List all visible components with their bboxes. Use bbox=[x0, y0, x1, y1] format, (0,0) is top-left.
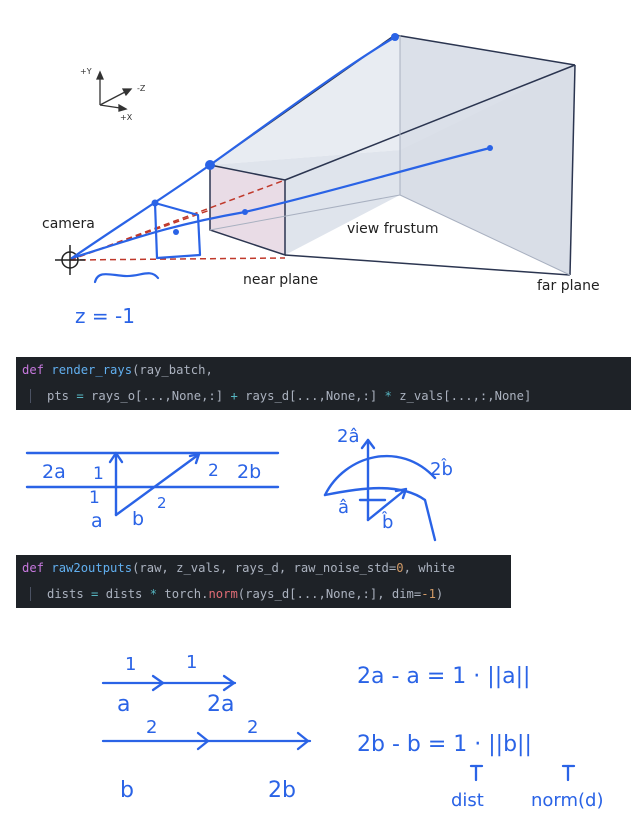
function-name: raw2outputs bbox=[51, 561, 133, 575]
label-1-2a: 1 bbox=[186, 652, 197, 673]
code-line-pts: pts = rays_o[...,None,:] + rays_d[...,No… bbox=[16, 385, 532, 407]
op-eq: = bbox=[83, 587, 106, 601]
label-1-top: 1 bbox=[93, 464, 104, 484]
blue-ray-top bbox=[70, 35, 397, 260]
label-2a-bottom: 2a bbox=[207, 692, 234, 717]
label-b-hat: b̂ bbox=[381, 512, 393, 533]
equation-a: 2a - a = 1 · ||a|| bbox=[357, 664, 530, 689]
op-eq: = bbox=[69, 389, 92, 403]
camera-icon bbox=[55, 245, 85, 275]
label-2-mid: 2 bbox=[157, 494, 167, 512]
var-dists: dists bbox=[47, 587, 84, 601]
code-block-raw2outputs: def raw2outputs(raw, z_vals, rays_d, raw… bbox=[16, 555, 511, 608]
fn-norm: norm bbox=[208, 587, 238, 601]
far-plane-label: far plane bbox=[537, 278, 600, 294]
axis-z-label: -Z bbox=[137, 84, 146, 93]
paren-close: ) bbox=[435, 587, 444, 601]
label-a-hat: â bbox=[338, 497, 349, 518]
label-2b-hat: 2b̂ bbox=[430, 459, 453, 480]
code-line-dists: dists = dists * torch.norm(rays_d[...,No… bbox=[16, 583, 444, 605]
label-1-bottom: 1 bbox=[89, 488, 100, 508]
label-2b-bottom: 2b bbox=[268, 778, 296, 803]
frustum-diagram: +Y -Z +X camera view frustum near plane … bbox=[42, 33, 600, 328]
op-mul: * bbox=[142, 587, 165, 601]
axis-y-label: +Y bbox=[80, 67, 92, 76]
code-block-render-rays: def render_rays(ray_batch, pts = rays_o[… bbox=[16, 357, 631, 410]
label-1-a: 1 bbox=[125, 654, 136, 675]
label-2a-hat: 2â bbox=[337, 426, 359, 447]
label-b-left: b bbox=[132, 508, 144, 530]
function-name: render_rays bbox=[51, 363, 133, 377]
label-a-left: a bbox=[91, 510, 103, 532]
label-2b-left: 2b bbox=[237, 461, 261, 483]
var-pts: pts bbox=[47, 389, 70, 403]
label-2-first: 2 bbox=[146, 717, 157, 738]
label-2-second: 2 bbox=[247, 717, 258, 738]
var-dists-2: dists bbox=[105, 587, 143, 601]
code-line-def: def render_rays(ray_batch, bbox=[16, 359, 213, 381]
expr-rays-o: rays_o[...,None,:] bbox=[91, 389, 224, 403]
label-2-small: 2 bbox=[208, 461, 219, 481]
view-frustum-label: view frustum bbox=[347, 221, 439, 237]
op-mul: * bbox=[377, 389, 400, 403]
label-2a-left: 2a bbox=[42, 461, 66, 483]
op-plus: + bbox=[223, 389, 246, 403]
module-torch: torch. bbox=[164, 587, 209, 601]
frustum-back-face bbox=[400, 35, 575, 275]
num-neg1: -1 bbox=[421, 587, 436, 601]
keyword-def: def bbox=[22, 363, 45, 377]
axis-x-label: +X bbox=[120, 113, 133, 122]
expr-rays-d: rays_d[...,None,:] bbox=[245, 389, 378, 403]
z-equals-label: z = -1 bbox=[75, 304, 135, 328]
near-plane-label: near plane bbox=[243, 272, 318, 288]
camera-label: camera bbox=[42, 216, 95, 232]
num-zero: 0 bbox=[396, 561, 404, 575]
code-line-def2: def raw2outputs(raw, z_vals, rays_d, raw… bbox=[16, 557, 455, 579]
expr-z-vals: z_vals[...,:,None] bbox=[399, 389, 532, 403]
params: (ray_batch, bbox=[132, 363, 213, 377]
params-rest: , white bbox=[403, 561, 455, 575]
near-plane bbox=[209, 164, 286, 257]
label-norm-d: norm(d) bbox=[531, 790, 604, 811]
equation-b: 2b - b = 1 · ||b|| bbox=[357, 732, 532, 757]
blue-brace bbox=[93, 272, 160, 284]
norm-args: (rays_d[...,None,:], dim= bbox=[237, 587, 422, 601]
keyword-def: def bbox=[22, 561, 45, 575]
label-a-bottom: a bbox=[117, 692, 130, 717]
label-b-bottom: b bbox=[120, 778, 134, 803]
params: (raw, z_vals, rays_d, raw_noise_std= bbox=[132, 561, 397, 575]
blue-near-box bbox=[153, 201, 202, 260]
label-dist: dist bbox=[451, 790, 484, 811]
